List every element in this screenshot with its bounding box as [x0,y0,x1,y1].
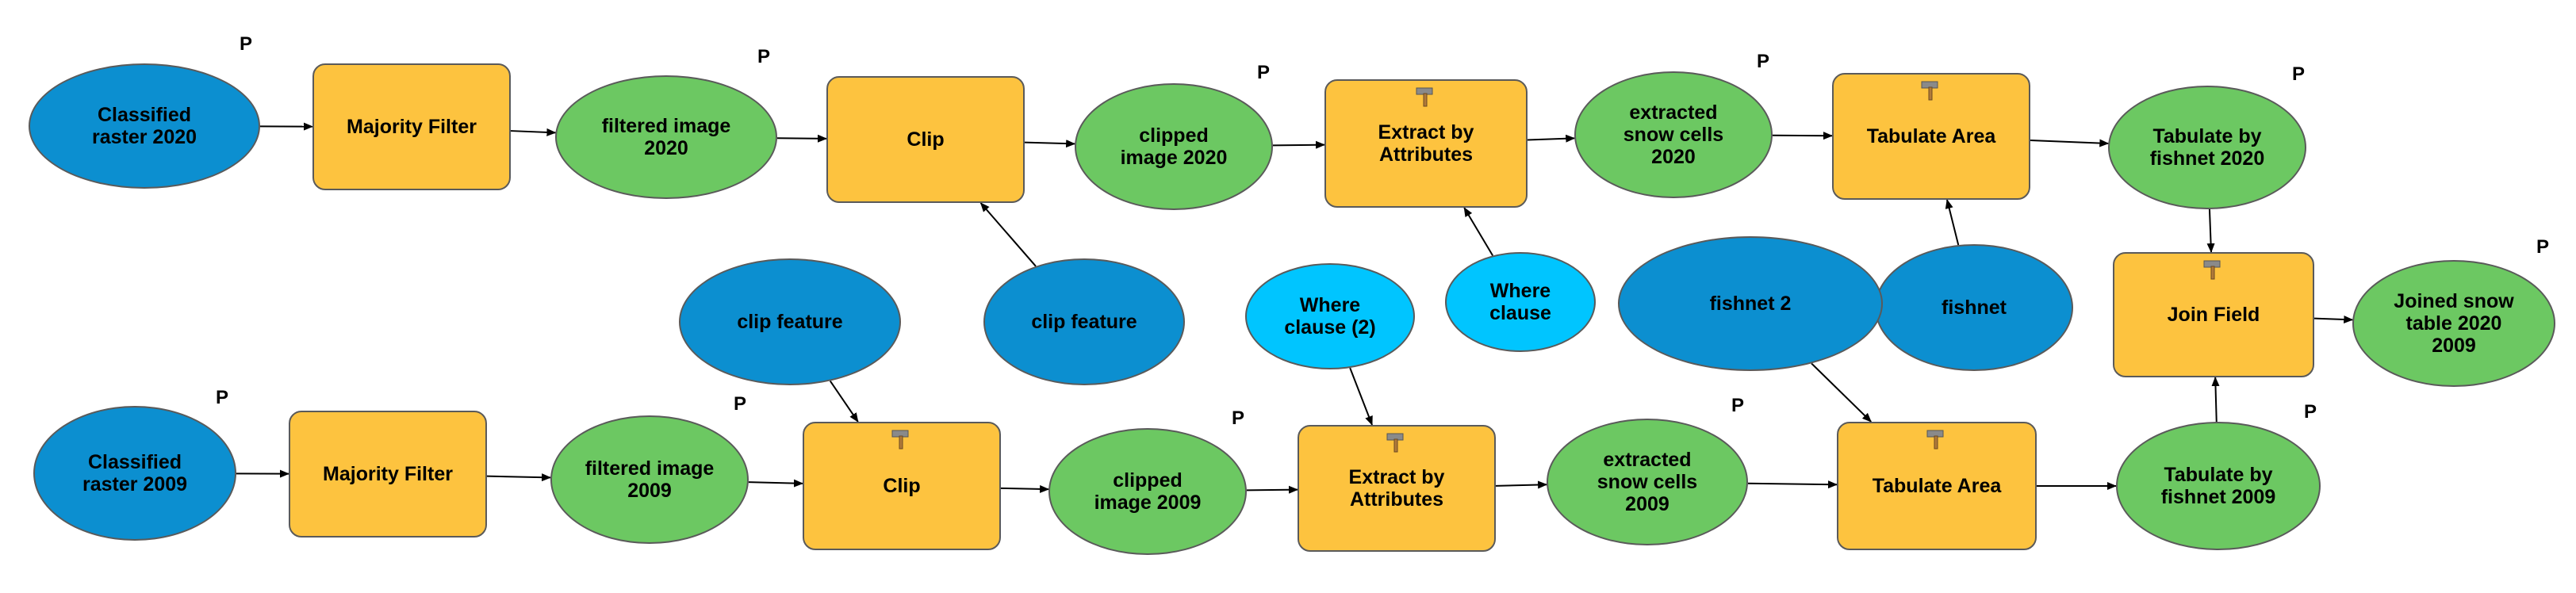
connector-arrow [1463,207,1493,256]
parameter-marker: P [1731,395,1745,416]
node-label: Where clause (2) [1284,294,1376,339]
connector-arrow [1000,484,1050,493]
where-clause-2009-input[interactable]: Where clause (2) [1245,263,1415,369]
classified-raster-2009-node[interactable]: Classified raster 2009 [33,406,236,541]
classified-raster-2020-node[interactable]: Classified raster 2020 [29,63,260,189]
node-label: Tabulate Area [1866,125,1996,147]
connector-arrow [486,473,552,482]
node-label: clip feature [1031,311,1137,333]
fishnet-input[interactable]: fishnet [1875,244,2073,371]
joined-snow-table-node[interactable]: Joined snow table 2020 2009 [2352,260,2555,387]
hammer-icon [1921,428,1953,450]
parameter-marker: P [1257,62,1271,83]
majority-filter-2020-tool[interactable]: Majority Filter [312,63,511,190]
node-label: clip feature [737,311,843,333]
connector-arrow [1945,199,1960,246]
node-label: clipped image 2020 [1120,124,1228,169]
node-label: Classified raster 2020 [91,104,197,148]
parameter-marker: P [2304,401,2317,423]
connector-arrow [1246,485,1298,494]
connector-arrow [510,128,557,136]
connector-arrow [2211,377,2220,423]
join-field-tool[interactable]: Join Field [2113,252,2314,377]
filtered-image-2020-node[interactable]: filtered image 2020 [555,75,777,199]
node-label: Clip [883,475,921,497]
clip-2009-tool[interactable]: Clip [803,422,1001,550]
connector-arrow [1495,480,1548,489]
connector-arrow [1349,367,1373,426]
majority-filter-2009-tool[interactable]: Majority Filter [289,411,487,538]
parameter-marker: P [2292,63,2306,85]
node-label: Majority Filter [347,116,477,138]
clipped-image-2020-node[interactable]: clipped image 2020 [1075,83,1273,210]
connector-arrow [829,380,859,423]
connector-arrow [2030,139,2110,147]
tabulate-by-fishnet-2020-node[interactable]: Tabulate by fishnet 2020 [2108,86,2306,209]
node-label: extracted snow cells 2020 [1623,101,1724,168]
extracted-snow-cells-2020-node[interactable]: extracted snow cells 2020 [1574,71,1773,198]
parameter-marker: P [757,46,771,67]
connector-arrow [2313,315,2354,323]
connector-arrow [1747,480,1838,489]
node-label: Extract by Attributes [1378,121,1474,166]
parameter-marker: P [216,387,229,408]
connector-arrow [979,202,1037,267]
node-label: filtered image 2020 [601,115,731,159]
hammer-icon [1410,86,1442,108]
connector-arrow [776,134,827,143]
filtered-image-2009-node[interactable]: filtered image 2009 [550,415,749,544]
clip-2020-tool[interactable]: Clip [826,76,1025,203]
hammer-icon [1381,431,1413,453]
parameter-marker: P [1757,51,1770,72]
parameter-marker: P [2536,236,2550,258]
connector-arrow [1024,140,1076,148]
hammer-icon [2198,258,2229,281]
node-label: Joined snow table 2020 2009 [2394,290,2514,357]
node-label: Clip [907,128,945,151]
parameter-marker: P [1232,407,1245,429]
connector-layer [236,122,2354,494]
node-label: Tabulate Area [1872,475,2002,497]
node-label: Join Field [2167,304,2260,326]
clip-feature-2009-input[interactable]: clip feature [679,258,901,385]
node-label: extracted snow cells 2009 [1597,449,1698,515]
hammer-icon [886,428,918,450]
extracted-snow-cells-2009-node[interactable]: extracted snow cells 2009 [1547,419,1748,545]
clipped-image-2009-node[interactable]: clipped image 2009 [1048,428,1247,555]
node-label: Majority Filter [323,463,453,485]
connector-arrow [748,479,803,488]
node-label: Extract by Attributes [1348,466,1445,511]
clip-feature-2020-input[interactable]: clip feature [983,258,1185,385]
parameter-marker: P [240,33,253,55]
fishnet-2-input[interactable]: fishnet 2 [1618,236,1883,371]
node-label: Tabulate by fishnet 2009 [2160,464,2276,508]
parameter-marker: P [734,393,747,415]
hammer-icon [1915,79,1947,101]
tabulate-area-2009-tool[interactable]: Tabulate Area [1837,422,2037,550]
tabulate-area-2020-tool[interactable]: Tabulate Area [1832,73,2030,200]
connector-arrow [1811,362,1872,423]
tabulate-by-fishnet-2009-node[interactable]: Tabulate by fishnet 2009 [2116,422,2321,550]
node-label: clipped image 2009 [1094,469,1202,514]
connector-arrow [1527,134,1576,143]
node-label: fishnet [1942,296,2007,319]
extract-by-attributes-2009-tool[interactable]: Extract by Attributes [1298,425,1496,552]
node-label: filtered image 2009 [585,457,715,502]
node-label: Where clause [1489,280,1551,324]
connector-arrow [2206,209,2215,253]
node-label: Classified raster 2009 [82,451,188,495]
extract-by-attributes-2020-tool[interactable]: Extract by Attributes [1324,79,1528,208]
node-label: Tabulate by fishnet 2020 [2149,125,2265,170]
connector-arrow [1272,140,1325,149]
node-label: fishnet 2 [1709,293,1792,315]
where-clause-2020-input[interactable]: Where clause [1445,252,1596,352]
